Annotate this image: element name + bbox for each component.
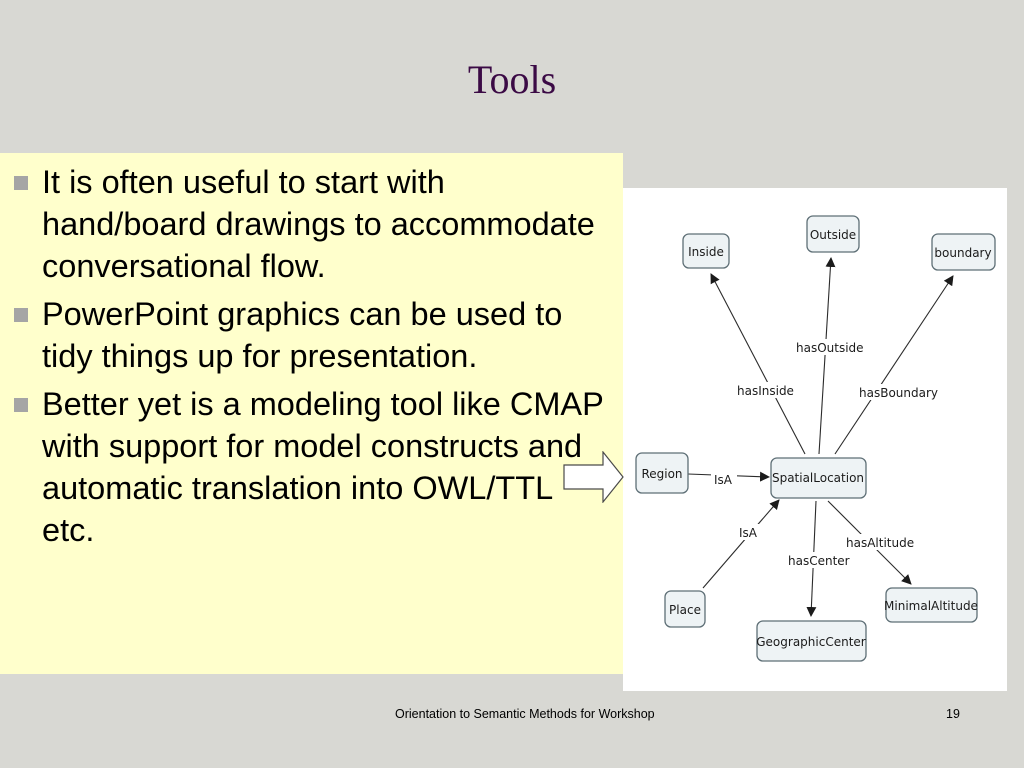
node-inside: Inside — [682, 233, 730, 269]
edge-place-isa — [702, 499, 780, 589]
node-label: Inside — [688, 245, 724, 259]
node-outside: Outside — [806, 215, 860, 253]
bullet-item: Better yet is a modeling tool like CMAP … — [14, 383, 613, 551]
node-boundary: boundary — [931, 233, 996, 271]
edge-label: IsA — [714, 473, 733, 487]
bullet-list: It is often useful to start with hand/bo… — [0, 153, 623, 551]
edge-label: hasOutside — [796, 341, 864, 355]
block-arrow-icon — [563, 451, 624, 503]
node-label: Outside — [810, 228, 856, 242]
concept-map-svg: hasInside hasOutside hasBoundary IsA IsA… — [635, 215, 996, 662]
bullet-text: Better yet is a modeling tool like CMAP … — [42, 386, 604, 548]
bullet-item: It is often useful to start with hand/bo… — [14, 161, 613, 287]
edge-hasoutside — [818, 257, 836, 455]
node-region: Region — [635, 452, 689, 494]
node-place: Place — [664, 590, 706, 628]
slide-title: Tools — [467, 57, 557, 102]
concept-map-diagram: hasInside hasOutside hasBoundary IsA IsA… — [623, 188, 1007, 691]
slide-footer: Orientation to Semantic Methods for Work… — [395, 707, 655, 721]
edge-hasinside — [710, 273, 806, 455]
bullet-text: PowerPoint graphics can be used to tidy … — [42, 296, 563, 374]
edge-label: IsA — [739, 526, 758, 540]
node-spatiallocation: SpatialLocation — [770, 457, 867, 499]
node-label: Region — [641, 467, 682, 481]
node-label: SpatialLocation — [772, 471, 864, 485]
bullet-item: PowerPoint graphics can be used to tidy … — [14, 293, 613, 377]
node-label: GeographicCenter — [756, 635, 866, 649]
page-number: 19 — [946, 707, 960, 721]
edge-label: hasAltitude — [846, 536, 914, 550]
node-label: boundary — [934, 246, 991, 260]
edge-label: hasInside — [737, 384, 794, 398]
text-panel: It is often useful to start with hand/bo… — [0, 153, 623, 674]
square-bullet-icon — [14, 308, 28, 322]
edge-label: hasBoundary — [859, 386, 938, 400]
node-label: MinimalAltitude — [884, 599, 978, 613]
node-label: Place — [669, 603, 701, 617]
bullet-text: It is often useful to start with hand/bo… — [42, 164, 595, 284]
edge-label: hasCenter — [788, 554, 850, 568]
edge-labels: hasInside hasOutside hasBoundary IsA IsA… — [711, 339, 938, 568]
node-geographiccenter: GeographicCenter — [756, 620, 867, 662]
node-minimalaltitude: MinimalAltitude — [884, 587, 978, 623]
square-bullet-icon — [14, 398, 28, 412]
square-bullet-icon — [14, 176, 28, 190]
edge-hasboundary — [834, 275, 954, 455]
